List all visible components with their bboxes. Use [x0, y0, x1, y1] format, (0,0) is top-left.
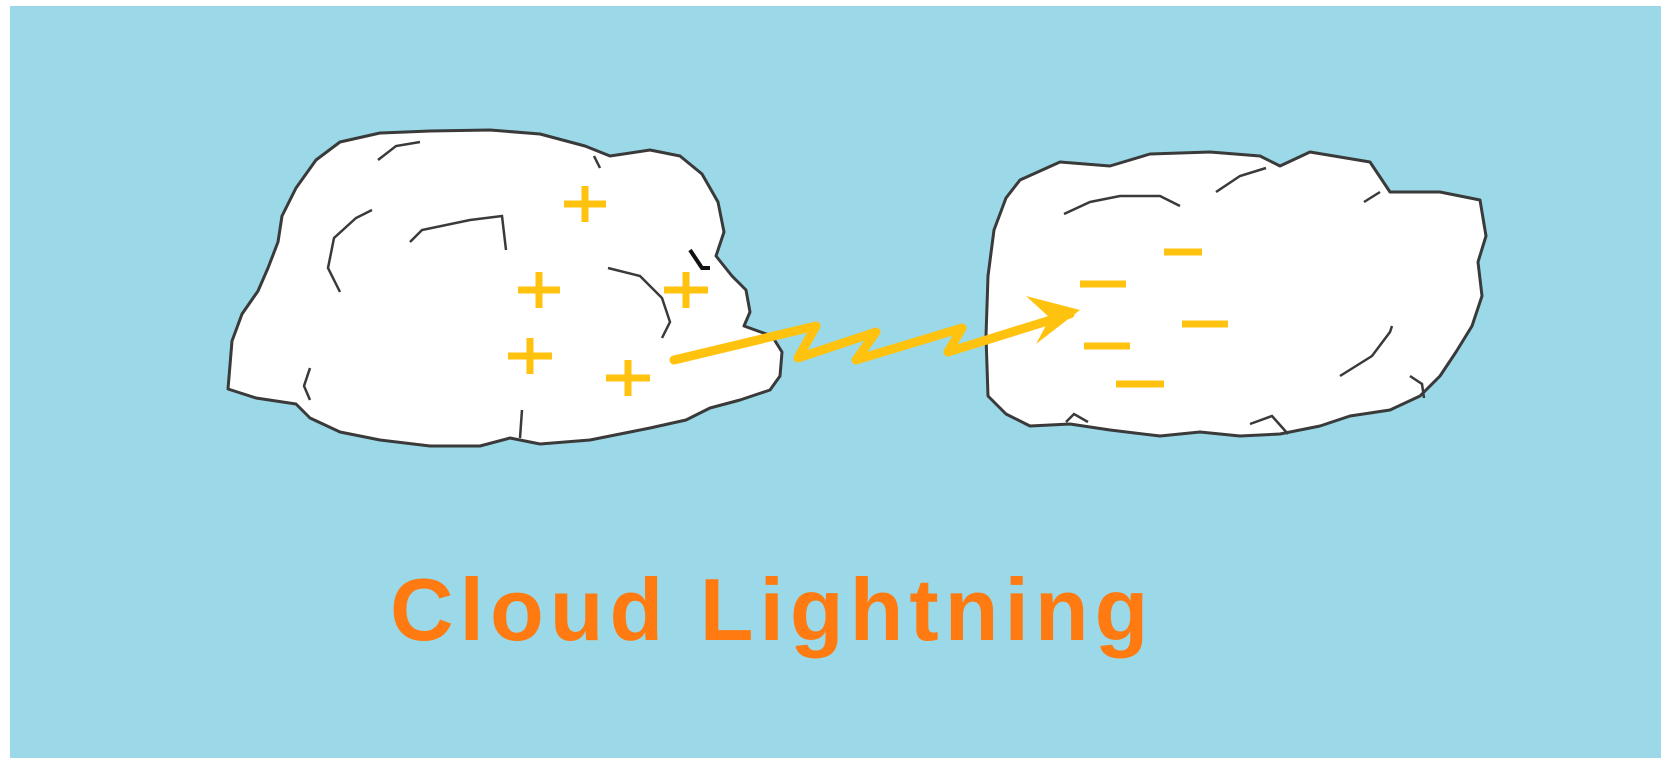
diagram-canvas: Cloud Lightning [10, 6, 1661, 758]
diagram-caption: Cloud Lightning [390, 566, 1154, 654]
right-cloud [986, 152, 1486, 436]
